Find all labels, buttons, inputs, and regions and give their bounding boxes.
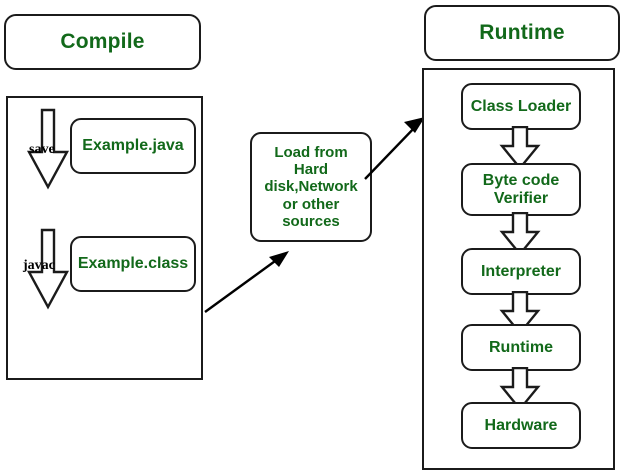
node-class-loader: Class Loader [461, 83, 581, 130]
loader-to-runtime-arrow [363, 110, 429, 182]
interpreter-to-runtime-arrow [498, 291, 542, 335]
node-runtime: Runtime [461, 324, 581, 371]
node-load-sources: Load from Hard disk,Network or other sou… [250, 132, 372, 242]
verifier-line-1: Byte code [482, 171, 560, 189]
node-class-loader-label: Class Loader [470, 97, 572, 115]
compile-to-loader-arrow [203, 248, 293, 316]
node-example-java: Example.java [70, 118, 196, 174]
runtime-to-hardware-arrow [498, 367, 542, 411]
node-byte-code-verifier: Byte code Verifier [461, 163, 581, 216]
verifier-line-2: Verifier [493, 189, 549, 207]
node-load-sources-label: Load from Hard disk,Network or other sou… [264, 144, 357, 230]
classloader-to-verifier-arrow [498, 126, 542, 170]
verifier-to-interpreter-arrow [498, 212, 542, 256]
node-interpreter-label: Interpreter [480, 262, 562, 280]
runtime-header-box: Runtime [424, 5, 620, 61]
load-sources-line-1: Load from [274, 143, 348, 161]
node-hardware: Hardware [461, 402, 581, 449]
javac-arrow-label: javac [23, 258, 55, 273]
load-sources-line-3: disk,Network [264, 178, 358, 196]
compile-header-box: Compile [4, 14, 201, 70]
compile-header-label: Compile [60, 30, 145, 53]
node-byte-code-verifier-label: Byte code Verifier [483, 172, 559, 208]
load-sources-line-2: Hard [293, 161, 329, 179]
load-sources-line-4: or other [282, 195, 340, 213]
node-example-class-label: Example.class [77, 255, 189, 273]
node-example-class: Example.class [70, 236, 196, 292]
node-runtime-label: Runtime [489, 338, 553, 356]
save-arrow-label: save [29, 142, 55, 157]
javac-block-arrow [26, 228, 70, 310]
node-example-java-label: Example.java [82, 137, 184, 155]
save-block-arrow [26, 108, 70, 190]
node-hardware-label: Hardware [484, 416, 558, 434]
runtime-header-label: Runtime [479, 21, 565, 44]
load-sources-line-5: sources [282, 212, 340, 230]
node-interpreter: Interpreter [461, 248, 581, 295]
